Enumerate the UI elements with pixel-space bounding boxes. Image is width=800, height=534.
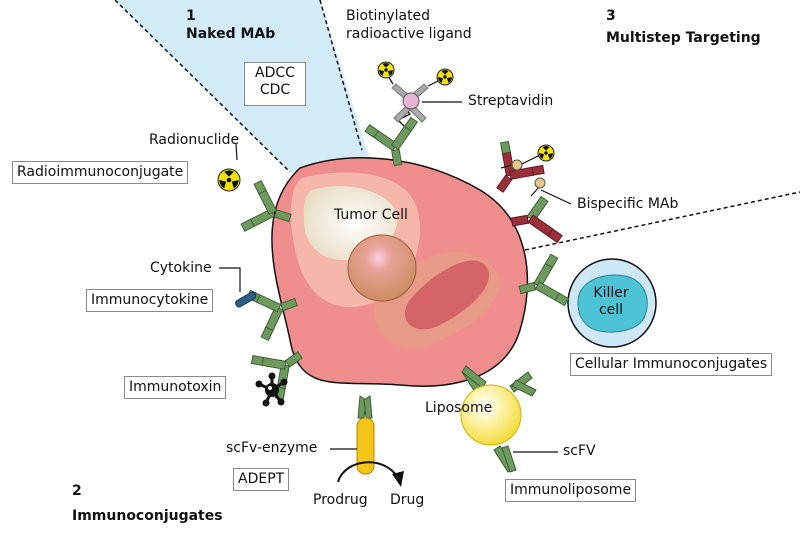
naked-number: 1 bbox=[186, 8, 196, 24]
naked-mab-wedge bbox=[115, 0, 370, 172]
liposome-label: Liposome bbox=[425, 400, 493, 416]
immunotoxin-box: Immunotoxin bbox=[124, 376, 227, 399]
streptavidin-label: Streptavidin bbox=[468, 93, 554, 109]
cdc-label: CDC bbox=[259, 82, 291, 98]
bispecific-label: Bispecific MAb bbox=[577, 196, 679, 212]
bispecific-linkers bbox=[500, 144, 572, 205]
immunoconjugates-title: Immunoconjugates bbox=[72, 508, 223, 524]
adcc-label: ADCC bbox=[255, 65, 295, 81]
naked-title: Naked MAb bbox=[186, 26, 276, 42]
radioactive-ligand-label: radioactive ligand bbox=[346, 26, 472, 42]
killer-cell-label: Killer cell bbox=[586, 285, 636, 319]
liposome bbox=[460, 365, 558, 473]
immunoliposome-box: Immunoliposome bbox=[505, 479, 637, 502]
scfv-enzyme-label: scFv-enzyme bbox=[226, 440, 318, 456]
immunoconjugates-number: 2 bbox=[72, 483, 82, 499]
wedge-border-right bbox=[319, 0, 363, 151]
streptavidin-complex bbox=[377, 61, 454, 127]
prodrug-arrow bbox=[337, 461, 404, 487]
scfv-enzyme bbox=[330, 395, 375, 475]
adept-box: ADEPT bbox=[233, 468, 290, 491]
multistep-title: Multistep Targeting bbox=[606, 30, 761, 46]
immunocytokine-box: Immunocytokine bbox=[86, 289, 214, 312]
killer-cell-text: Killer cell bbox=[593, 285, 629, 318]
multistep-number: 3 bbox=[606, 8, 616, 24]
tumor-cell bbox=[271, 157, 529, 387]
multistep-divider bbox=[524, 191, 800, 251]
cellular-immunoconjugates-box: Cellular Immunoconjugates bbox=[570, 353, 773, 376]
tumor-cell-label: Tumor Cell bbox=[334, 207, 408, 223]
radioimmunoconjugate-box: Radioimmunoconjugate bbox=[12, 161, 189, 184]
radionuclide-label: Radionuclide bbox=[149, 132, 240, 148]
radiation-icon bbox=[217, 168, 241, 192]
wedge-border-left bbox=[114, 0, 291, 173]
scfv-label: scFV bbox=[563, 443, 596, 459]
bispecific-lower bbox=[510, 195, 563, 244]
biotinylated-label: Biotinylated bbox=[346, 8, 431, 24]
naked-effects-box: ADCC CDC bbox=[244, 62, 306, 106]
prodrug-label: Prodrug bbox=[313, 492, 368, 508]
cytokine-label: Cytokine bbox=[150, 260, 212, 276]
killer-cell bbox=[567, 258, 657, 348]
cytokine-icon bbox=[219, 267, 257, 308]
drug-label: Drug bbox=[390, 492, 425, 508]
toxin-icon bbox=[255, 372, 288, 407]
radionuclide-leader bbox=[235, 143, 238, 161]
